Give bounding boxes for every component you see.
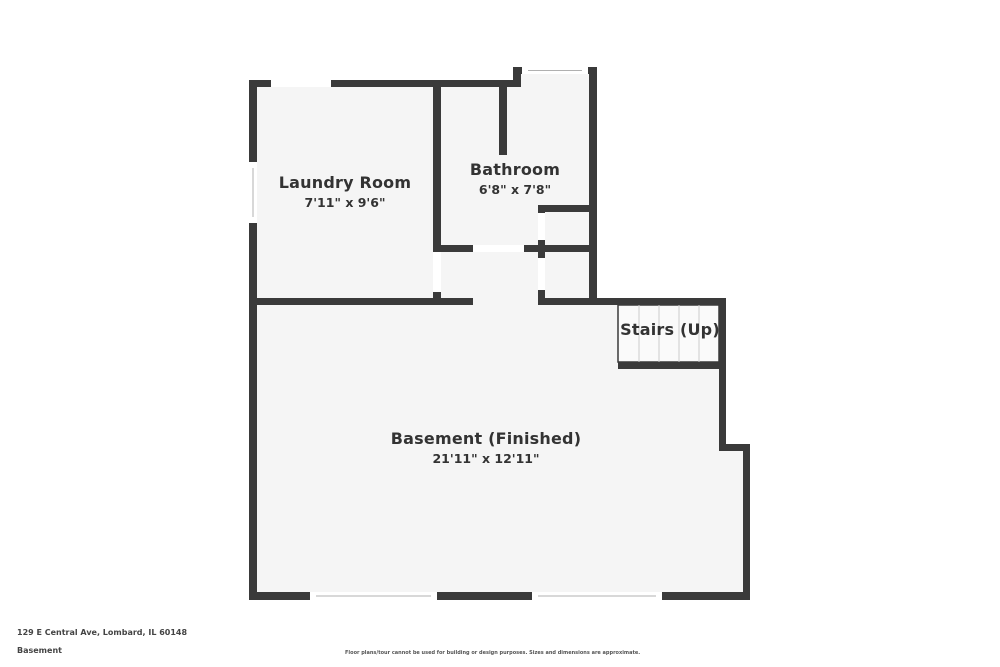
window-laundry-top	[271, 80, 331, 87]
room-dimensions: 21'11" x 12'11"	[432, 451, 540, 466]
door-closet-2	[538, 258, 545, 290]
window-laundry-left	[249, 162, 257, 223]
address: 129 E Central Ave, Lombard, IL 60148	[17, 628, 188, 637]
room-dimensions: 7'11" x 9'6"	[304, 195, 386, 210]
room-name: Laundry Room	[278, 173, 412, 192]
floor-fill	[253, 70, 747, 598]
window-bottom-1	[310, 592, 437, 600]
floor-name: Basement	[17, 646, 62, 655]
disclaimer: Floor plans/tour cannot be used for buil…	[345, 650, 641, 656]
stairs	[617, 304, 720, 363]
windows	[249, 67, 662, 600]
door-bathroom	[473, 245, 524, 252]
room-dimensions: 6'8" x 7'8"	[478, 182, 552, 197]
room-name: Stairs (Up)	[620, 320, 720, 339]
room-bathroom: Bathroom 6'8" x 7'8"	[470, 160, 560, 197]
window-bath-top	[522, 67, 588, 74]
room-basement: Basement (Finished) 21'11" x 12'11"	[391, 429, 581, 466]
door-closet-1	[538, 213, 545, 240]
room-name: Bathroom	[469, 160, 561, 179]
room-stairs: Stairs (Up)	[620, 320, 720, 339]
room-name: Basement (Finished)	[390, 429, 582, 448]
room-laundry: Laundry Room 7'11" x 9'6"	[279, 173, 412, 210]
window-bottom-2	[532, 592, 662, 600]
door-laundry	[433, 252, 441, 292]
